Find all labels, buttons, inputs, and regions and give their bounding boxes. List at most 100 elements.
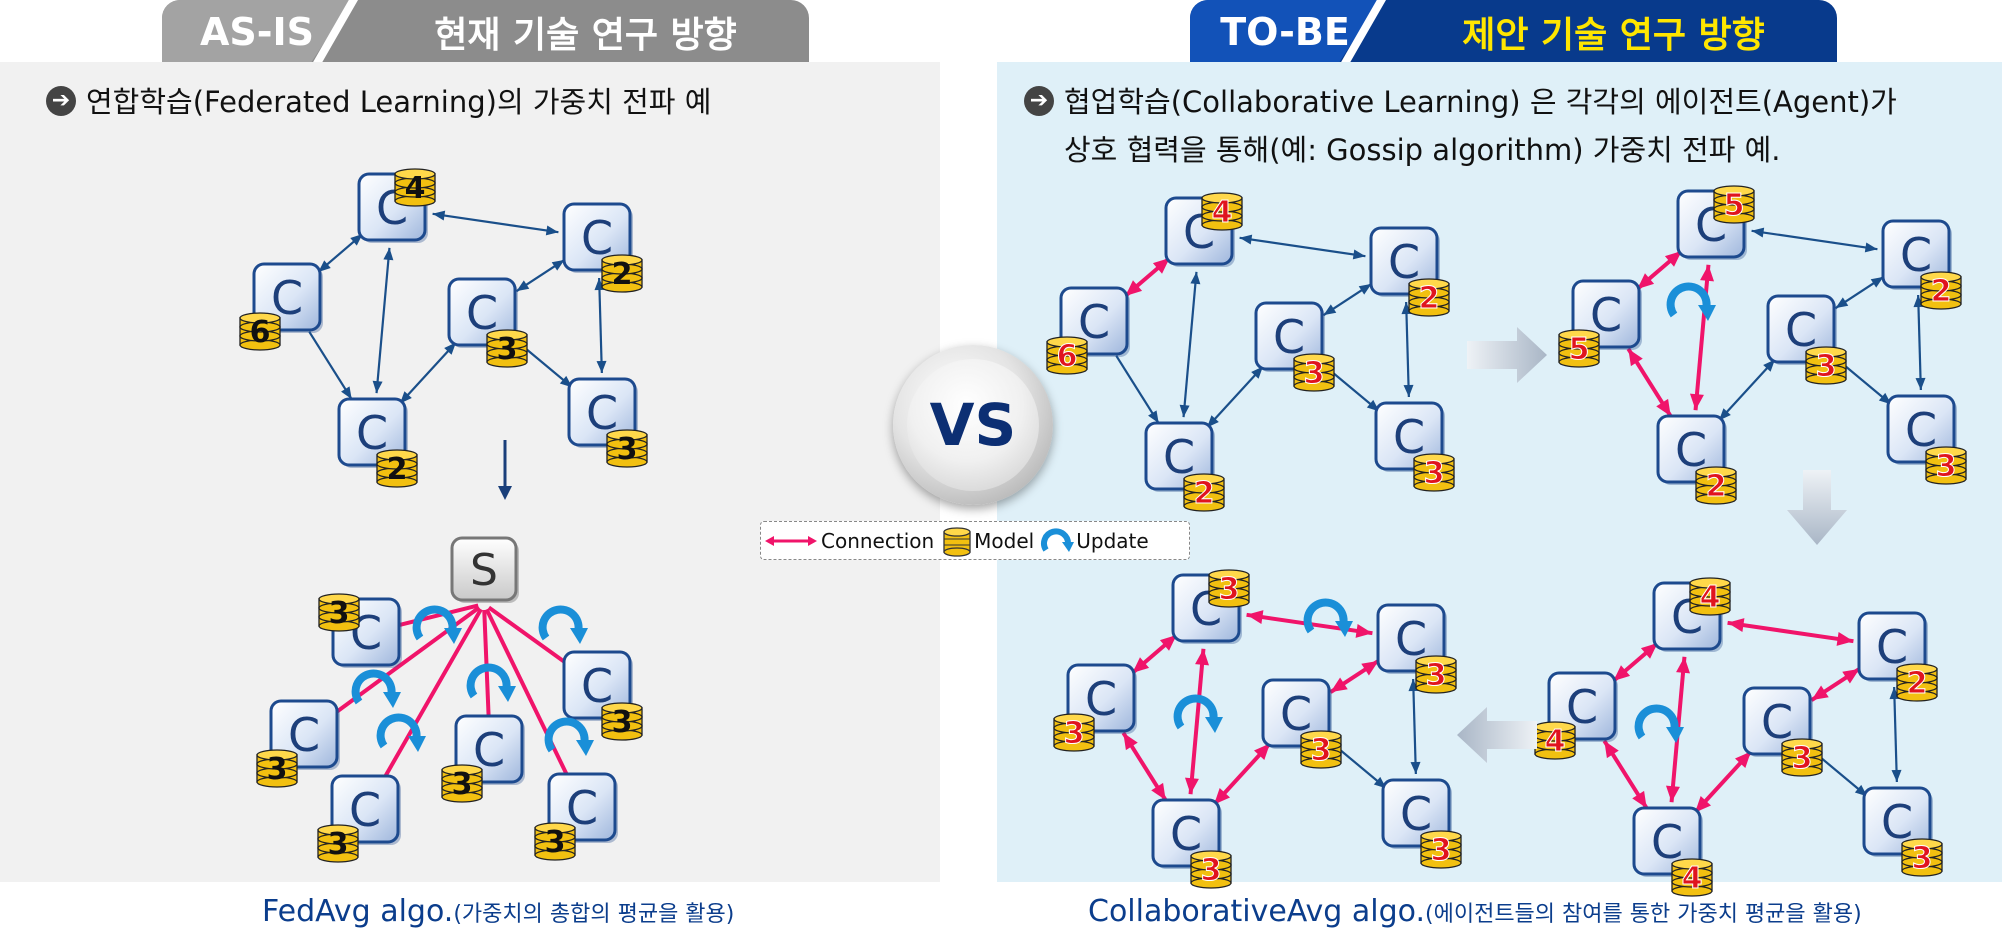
agent-node: C [337,397,408,468]
model-coin: 2 [1896,663,1938,702]
agent-node: C [1374,401,1445,472]
arrowhead [1123,732,1138,751]
flow-arrow-left [1457,707,1537,763]
arrowhead [1695,795,1712,813]
model-value: 3 [1219,572,1240,607]
arrowhead [341,386,352,400]
update-curve-icon [376,713,426,752]
edge-arrow [1206,365,1264,429]
model-value: 2 [1706,469,1727,504]
arrowhead [350,234,363,246]
model-value: 6 [1057,339,1078,374]
arrowhead [1125,280,1143,296]
arrowhead [1355,623,1373,638]
model-value: 4 [405,171,426,206]
model-value: 3 [328,827,349,862]
arrowhead [1410,761,1421,775]
arrowhead [1159,635,1177,651]
edge-arrow [1718,358,1776,422]
asis-heading: ➔연합학습(Federated Learning)의 가중치 전파 예 [46,78,711,126]
model-value: 2 [1907,666,1928,701]
model-coin: 2 [1408,278,1450,317]
model-coin: 3 [601,702,643,741]
tobe-caption-sub: (에이전트들의 참여를 통한 가중치 평균을 활용) [1425,902,1862,927]
connection-arrow [1693,264,1711,411]
tobe-heading-line2: 상호 협력을 통해(예: Gossip algorithm) 가중치 전파 예. [1064,133,1781,167]
tobe-heading: ➔협업학습(Collaborative Learning) 은 각각의 에이전트… [1024,78,1897,174]
edge-arrow [1893,686,1898,783]
arrowhead [1864,242,1878,253]
model-value: 2 [1419,281,1440,316]
arrowhead [1358,283,1372,295]
server-node: S [450,536,519,603]
model-value: 4 [1212,195,1233,230]
asis-title: 현재 기술 연구 방향 [434,15,737,56]
model-value: 3 [497,332,518,367]
update-curve-icon [466,663,516,702]
arrowhead [1179,404,1190,418]
arrowhead [1665,785,1680,803]
model-value: 3 [545,825,566,860]
arrowhead [1184,777,1199,795]
vs-badge: VS [893,345,1053,505]
arrowhead [1835,297,1849,309]
tobe-caption: CollaborativeAvg algo.(에이전트들의 참여를 통한 가중치… [1088,882,1862,942]
model-coin: 2 [376,449,418,488]
model-coin: 3 [1413,453,1455,492]
arrowhead [1700,264,1715,282]
tobe-tag: TO-BE [1190,0,1380,64]
edge-arrow [1751,229,1878,251]
agent-node: C [1632,806,1703,877]
asis-header-tab: AS-IS 현재 기술 연구 방향 [162,0,809,64]
model-value: 3 [1311,733,1332,768]
arrowhead [1148,410,1159,424]
model-coin: 3 [441,764,483,803]
vs-label: VS [907,359,1039,491]
arrowhead [1352,249,1366,260]
connection-arrow [1727,620,1854,644]
model-coin: 6 [1046,336,1088,375]
update-curve-icon [544,717,594,756]
model-coin: 3 [1805,346,1847,385]
edge-arrow [399,341,457,405]
arrowhead [1613,665,1631,681]
model-value: 4 [1682,861,1703,896]
model-coin: 3 [1293,353,1335,392]
model-value: 3 [1201,853,1222,888]
arrowhead [1251,366,1263,379]
model-coin: 3 [318,593,360,632]
arrowhead [1915,377,1926,391]
update-curve-icon [1666,282,1716,321]
arrowhead [1734,751,1751,769]
model-value: 4 [1700,580,1721,615]
edge-arrow [1182,271,1198,418]
legend-model: Model [974,528,1035,553]
update-curve-icon [1634,704,1684,743]
arrowhead [1246,610,1264,625]
update-curve-icon [351,669,401,708]
agent-node: C [1547,671,1618,742]
edge-arrow [375,247,391,394]
model-coin: 2 [1695,466,1737,505]
edge-arrow [598,277,603,374]
arrowhead [1361,660,1379,676]
model-value: 3 [1426,658,1447,693]
arrowhead [383,247,394,261]
edge-arrow [1405,301,1410,398]
arrowhead [1151,782,1166,801]
arrowhead [1628,348,1643,367]
arrowhead [1891,769,1902,783]
arrowhead [1214,787,1231,805]
model-coin: 3 [1300,730,1342,769]
arrowhead [1689,393,1704,411]
model-value: 6 [250,315,271,350]
flow-arrow-right [1467,327,1547,383]
arrowhead [372,380,383,394]
update-curve-icon [1041,527,1075,552]
model-value: 3 [1304,356,1325,391]
model-coin: 3 [317,824,359,863]
connection-arrow [484,608,583,804]
arrowhead [1842,668,1860,684]
model-coin: 3 [1420,830,1462,869]
update-curve-icon [412,605,462,644]
